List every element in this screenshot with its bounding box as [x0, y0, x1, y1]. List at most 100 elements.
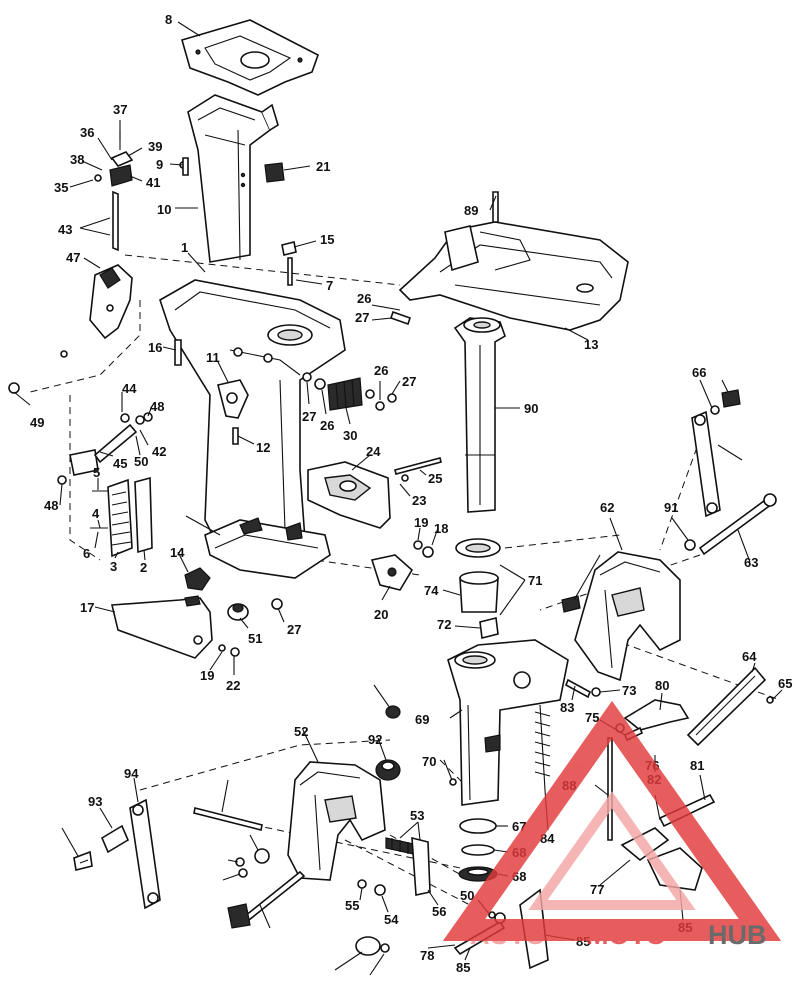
callout-79: 90 [524, 401, 538, 416]
part-47-grommet [227, 603, 249, 621]
watermark-word-hub: HUB [708, 920, 767, 950]
part-13-steering-bracket [398, 221, 629, 331]
part-52-handle [411, 836, 431, 896]
part-17-cover [111, 595, 213, 659]
callout-27: 27 [355, 310, 369, 325]
callout-68: 77 [590, 882, 604, 897]
callout-31: 37 [113, 102, 127, 117]
callout-62: 70 [422, 754, 436, 769]
callout-11: 11 [206, 350, 220, 365]
parts-2-to-6-plate [90, 476, 153, 558]
callout-56: 65 [778, 676, 792, 691]
part-1-adapter-housing [159, 279, 346, 579]
callout-61: 69 [415, 712, 429, 727]
callout-16: 16 [148, 340, 162, 355]
watermark-triangle-outer [442, 700, 782, 941]
callout-32: 38 [70, 152, 84, 167]
callout-19: 19 [414, 515, 428, 530]
callout-23: 23 [412, 493, 426, 508]
callout-26: 26 [374, 363, 388, 378]
callout-13: 13 [584, 337, 598, 352]
callout-20: 20 [374, 607, 388, 622]
watermark-word-moto: MOTO [586, 920, 667, 950]
callout-68: 78 [420, 948, 434, 963]
parts-58-60-rings [458, 818, 498, 882]
callout-70: 81 [690, 758, 704, 773]
callout-57: 66 [692, 365, 706, 380]
callout-52: 56 [432, 904, 446, 919]
part-10-exhaust-tube [187, 94, 279, 263]
callout-67: 75 [585, 710, 599, 725]
callout-55: 64 [742, 649, 757, 664]
watermark-word-auto: AUTO [470, 920, 546, 950]
part-90-lever [227, 870, 306, 929]
callout-51: 55 [345, 898, 359, 913]
watermark-triangle-inner [528, 791, 696, 910]
misc-fasteners [8, 350, 774, 956]
callout-19: 19 [200, 668, 214, 683]
part-83-link-bar [129, 798, 161, 910]
callout-8: 8 [165, 12, 172, 27]
callout-45: 50 [460, 888, 474, 903]
callout-64: 72 [437, 617, 451, 632]
part-11-mount [217, 379, 249, 419]
callout-4: 4 [92, 506, 100, 521]
callout-10: 10 [157, 202, 171, 217]
callout-21: 21 [316, 159, 330, 174]
callout-26: 26 [320, 418, 334, 433]
part-53-clamp-bracket [574, 551, 681, 682]
automotohub-watermark: AUTO MOTO HUB [442, 700, 782, 950]
callout-83: 94 [124, 766, 139, 781]
callout-26: 26 [357, 291, 371, 306]
callout-1: 1 [181, 240, 188, 255]
callout-72: 83 [560, 700, 574, 715]
callout-22: 22 [226, 678, 240, 693]
callout-33: 39 [148, 139, 162, 154]
part-38-shaft [69, 412, 153, 476]
callout-14: 14 [170, 545, 185, 560]
callout-3: 3 [110, 559, 117, 574]
callout-27: 27 [402, 374, 416, 389]
callout-65: 73 [622, 683, 636, 698]
parts-63-66-bushings [455, 538, 501, 639]
part-28-spring-mount [314, 377, 375, 411]
callout-42: 48 [44, 498, 58, 513]
callout-43: 49 [30, 415, 44, 430]
callout-53: 62 [600, 500, 614, 515]
callout-82: 93 [88, 794, 102, 809]
callout-7: 7 [326, 278, 333, 293]
callout-78: 89 [464, 203, 478, 218]
part-48-clamp-bracket [287, 761, 386, 881]
callout-48: 52 [294, 724, 308, 739]
callout-2: 2 [140, 560, 147, 575]
callout-39: 48 [150, 399, 164, 414]
part-84-knob [385, 705, 401, 719]
callout-6: 6 [83, 546, 90, 561]
callout-numbers: 8 37 36 39 9 38 41 35 21 10 43 15 1 47 7… [30, 12, 792, 975]
callout-54: 63 [744, 555, 758, 570]
part-86-link-bar [691, 410, 721, 518]
callout-81: 92 [368, 732, 382, 747]
callout-44: 50 [134, 454, 148, 469]
callout-66: 74 [424, 583, 439, 598]
callout-15: 15 [320, 232, 334, 247]
part-20-clip [370, 554, 414, 591]
callout-49: 53 [410, 808, 424, 823]
callout-75: 85 [456, 960, 470, 975]
callout-12: 12 [256, 440, 270, 455]
part-14-plug [184, 567, 211, 591]
callout-27: 27 [302, 409, 316, 424]
callout-63: 71 [528, 573, 542, 588]
callout-30: 36 [80, 125, 94, 140]
callout-41: 47 [66, 250, 80, 265]
part-79-steering-shaft [453, 317, 506, 513]
callout-37: 44 [122, 381, 137, 396]
part-8-gasket [181, 19, 319, 96]
callout-35: 42 [152, 444, 166, 459]
part-24-mount-bracket [307, 461, 391, 529]
part-61-swivel-housing [447, 639, 569, 806]
callout-38: 45 [113, 456, 127, 471]
callout-18: 18 [434, 521, 448, 536]
callout-24: 24 [366, 444, 381, 459]
